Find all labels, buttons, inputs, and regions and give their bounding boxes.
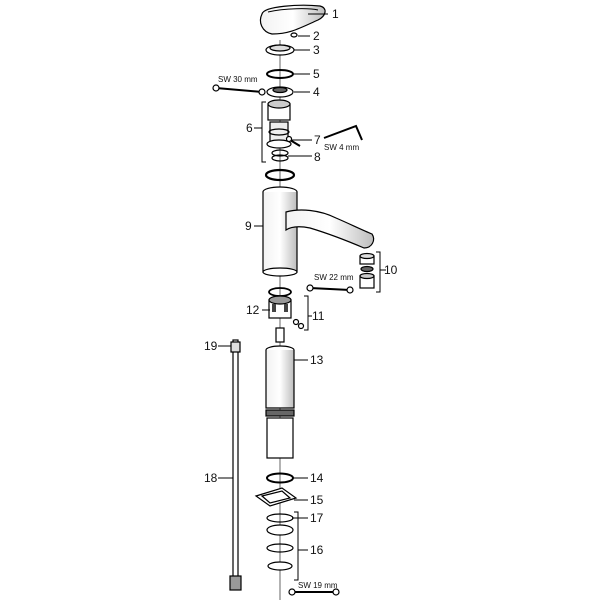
callout-18: 18 — [204, 471, 218, 485]
callout-15: 15 — [310, 493, 324, 507]
wrench-sw19 — [288, 588, 340, 596]
part-9-body-spout — [262, 186, 375, 277]
part-8-seal-rings — [271, 149, 289, 162]
hose-thread — [266, 417, 294, 459]
part-18-supply-hose — [229, 339, 242, 591]
leader-lines — [218, 13, 386, 551]
callout-6: 6 — [246, 121, 253, 135]
callout-7: 7 — [314, 133, 321, 147]
part-2-small-screw — [290, 32, 298, 38]
part-4-nut — [266, 86, 294, 98]
tool-label-sw19: SW 19 mm — [298, 581, 338, 590]
callout-8: 8 — [314, 150, 321, 164]
part-1-handle-lever — [259, 4, 326, 35]
part-11-valve-assembly — [268, 287, 309, 331]
part-7-screw — [285, 135, 301, 147]
tool-label-sw4: SW 4 mm — [324, 143, 359, 152]
hex-key-sw4 — [323, 124, 363, 141]
wrench-sw22 — [306, 284, 354, 294]
bracket-6 — [261, 101, 266, 163]
callout-1: 1 — [332, 7, 339, 21]
part-5-o-ring — [266, 69, 294, 79]
callout-9: 9 — [245, 219, 252, 233]
callout-4: 4 — [313, 85, 320, 99]
callout-17: 17 — [310, 511, 324, 525]
part-16-mounting-set — [266, 511, 299, 581]
tool-label-sw30: SW 30 mm — [218, 75, 258, 84]
callout-3: 3 — [313, 43, 320, 57]
part-15-stabilizing-plate — [254, 487, 298, 507]
callout-13: 13 — [310, 353, 324, 367]
part-6-cartridge — [266, 99, 292, 149]
part-3-cover-ring — [265, 44, 295, 56]
callout-11: 11 — [312, 309, 325, 323]
wrench-sw30 — [212, 84, 266, 96]
callout-5: 5 — [313, 67, 320, 81]
callout-19: 19 — [204, 339, 218, 353]
part-10-aerator — [359, 251, 381, 293]
callout-10: 10 — [384, 263, 398, 277]
body-top-gasket — [264, 168, 296, 182]
callout-16: 16 — [310, 543, 324, 557]
callout-14: 14 — [310, 471, 324, 485]
tool-label-sw22: SW 22 mm — [314, 273, 354, 282]
callout-2: 2 — [313, 29, 320, 43]
callout-12: 12 — [246, 303, 260, 317]
part-13-threaded-shank — [265, 327, 295, 459]
